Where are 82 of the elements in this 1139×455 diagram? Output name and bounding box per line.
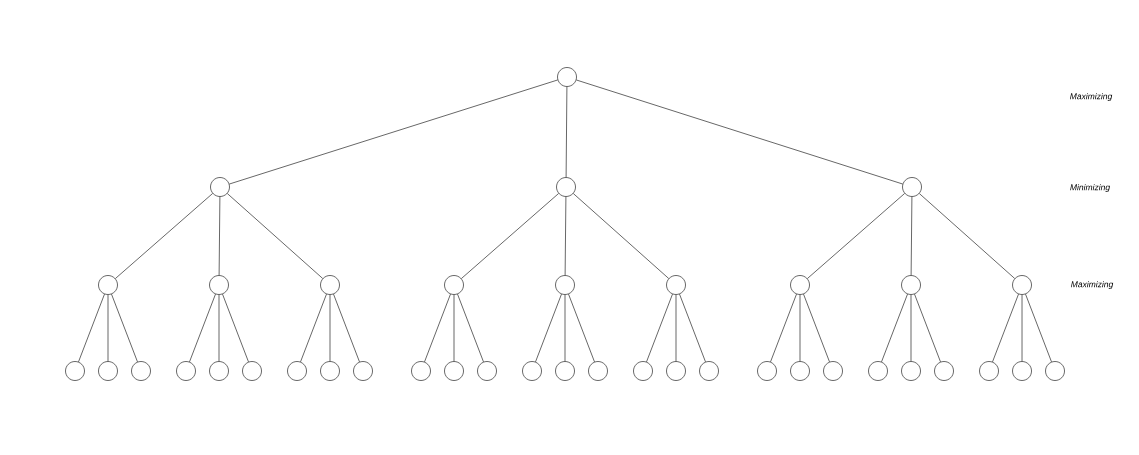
tree-edge xyxy=(799,294,801,362)
tree-edge xyxy=(1025,293,1052,363)
tree-edge xyxy=(107,294,109,362)
level-label: Maximizing xyxy=(1071,281,1114,289)
tree-edge xyxy=(881,293,908,363)
tree-node-circle xyxy=(176,361,196,381)
tree-edge xyxy=(919,193,1015,279)
tree-node-circle xyxy=(557,67,577,87)
tree-edge xyxy=(78,293,105,363)
tree-edge xyxy=(576,79,903,185)
tree-node-circle xyxy=(555,275,575,295)
tree-edge xyxy=(111,293,138,363)
tree-node-circle xyxy=(556,177,576,197)
tree-edge xyxy=(770,293,797,363)
tree-node-circle xyxy=(477,361,497,381)
tree-edge xyxy=(461,193,559,279)
tree-edge xyxy=(807,193,905,279)
level-label: Maximizing xyxy=(1070,93,1113,101)
tree-edge xyxy=(646,293,673,363)
tree-node-circle xyxy=(790,275,810,295)
tree-node-circle xyxy=(633,361,653,381)
tree-edge xyxy=(992,293,1019,363)
tree-node-circle xyxy=(287,361,307,381)
tree-node-circle xyxy=(98,275,118,295)
tree-node-circle xyxy=(666,275,686,295)
tree-node-circle xyxy=(1012,361,1032,381)
tree-edge xyxy=(333,293,360,363)
tree-edge xyxy=(910,196,913,276)
tree-node-circle xyxy=(522,361,542,381)
tree-edge xyxy=(229,79,558,185)
tree-node-circle xyxy=(320,361,340,381)
tree-node-circle xyxy=(131,361,151,381)
tree-node-circle xyxy=(65,361,85,381)
tree-node-circle xyxy=(699,361,719,381)
tree-edge xyxy=(679,293,706,363)
tree-edge xyxy=(568,293,595,363)
tree-edge xyxy=(453,294,455,362)
tree-node-circle xyxy=(242,361,262,381)
tree-node-circle xyxy=(444,275,464,295)
tree-edge xyxy=(573,193,669,279)
tree-node-circle xyxy=(666,361,686,381)
tree-node-circle xyxy=(790,361,810,381)
tree-node-circle xyxy=(934,361,954,381)
tree-node-circle xyxy=(901,275,921,295)
level-label: Minimizing xyxy=(1070,184,1110,192)
tree-node-circle xyxy=(353,361,373,381)
tree-edge xyxy=(329,294,331,362)
tree-node-circle xyxy=(444,361,464,381)
tree-edge xyxy=(565,86,568,178)
tree-edge xyxy=(189,293,216,363)
tree-edge xyxy=(675,294,677,362)
tree-node-circle xyxy=(757,361,777,381)
tree-node-circle xyxy=(320,275,340,295)
tree-node-circle xyxy=(823,361,843,381)
tree-edge xyxy=(218,294,220,362)
tree-edge xyxy=(564,196,567,276)
tree-node-circle xyxy=(98,361,118,381)
tree-node-circle xyxy=(588,361,608,381)
tree-node-circle xyxy=(209,361,229,381)
tree-edge xyxy=(914,293,941,363)
tree-edge xyxy=(803,293,830,363)
tree-edge xyxy=(910,294,912,362)
tree-edge xyxy=(535,293,562,363)
tree-node-circle xyxy=(979,361,999,381)
tree-node-circle xyxy=(411,361,431,381)
tree-edge xyxy=(222,293,249,363)
tree-node-circle xyxy=(902,177,922,197)
tree-edge xyxy=(457,293,484,363)
tree-edge xyxy=(564,294,566,362)
tree-node-circle xyxy=(209,275,229,295)
tree-edge xyxy=(1021,294,1023,362)
tree-node-circle xyxy=(901,361,921,381)
tree-edge xyxy=(227,193,323,279)
tree-edge xyxy=(218,196,221,276)
tree-edge xyxy=(300,293,327,363)
tree-edge xyxy=(115,193,213,279)
tree-node-circle xyxy=(210,177,230,197)
tree-node-circle xyxy=(1012,275,1032,295)
tree-edge xyxy=(424,293,451,363)
tree-node-circle xyxy=(555,361,575,381)
tree-node-circle xyxy=(868,361,888,381)
tree-node-circle xyxy=(1045,361,1065,381)
